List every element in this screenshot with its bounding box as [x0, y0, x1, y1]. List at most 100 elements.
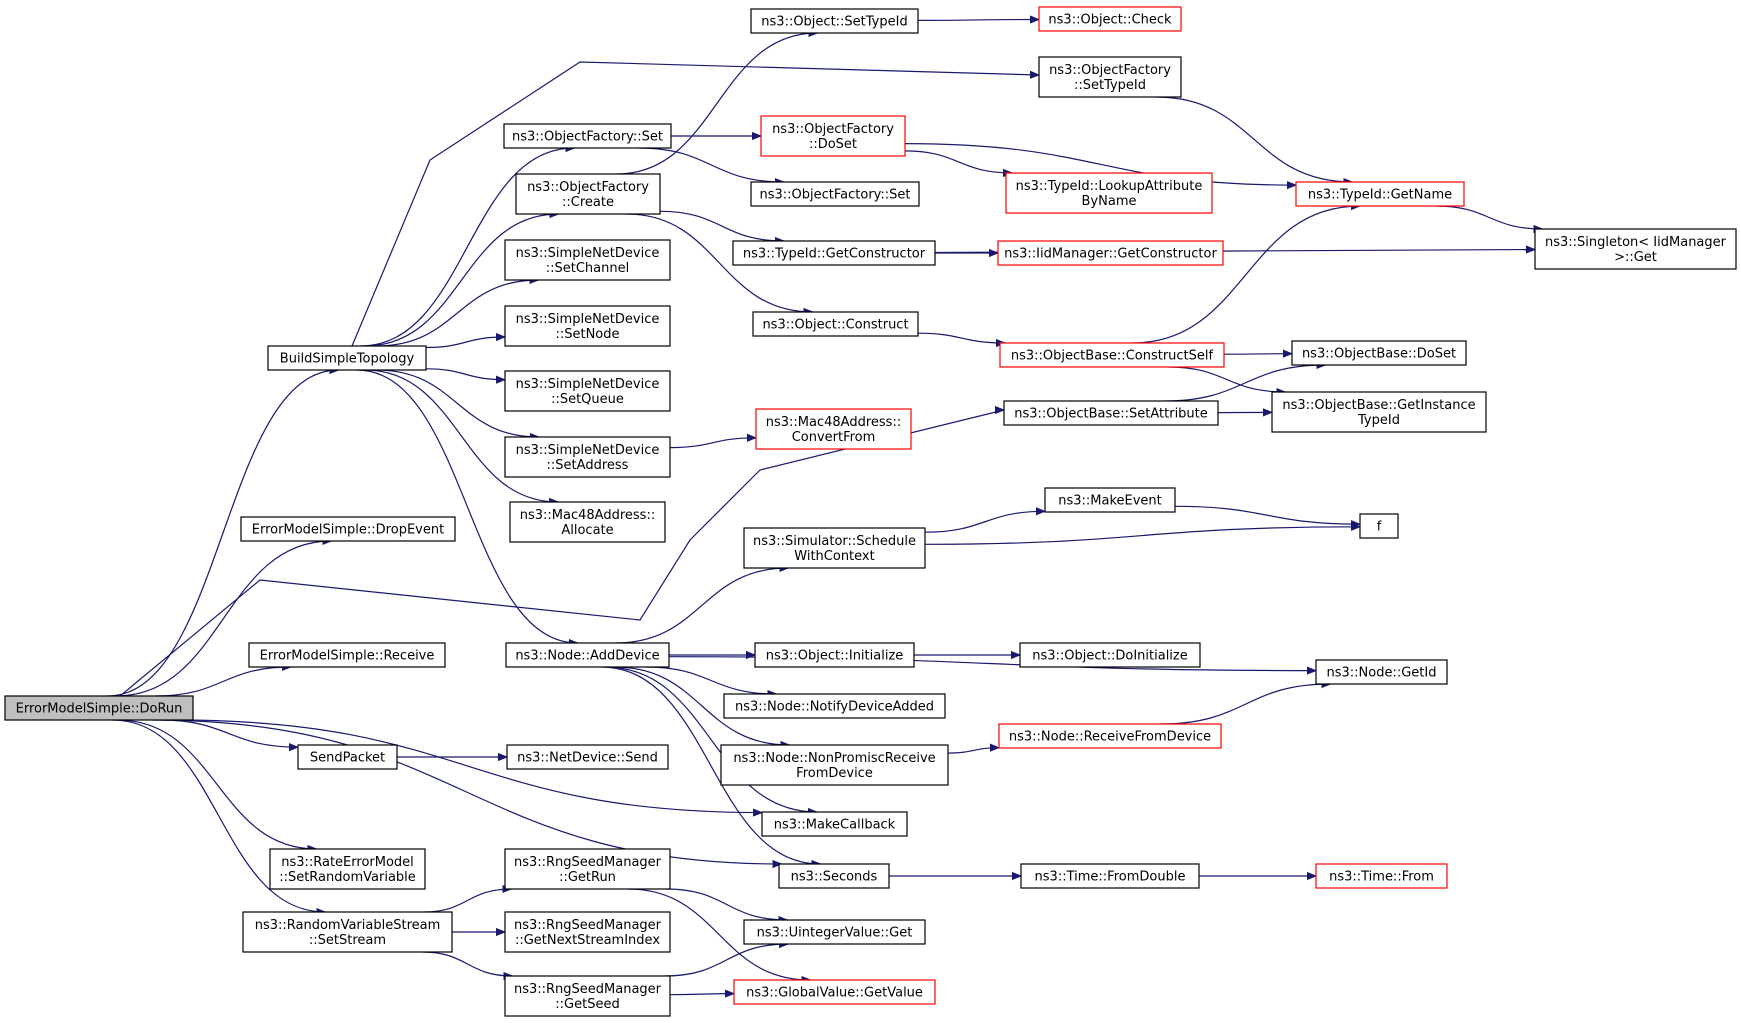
function-node-uintget[interactable]: ns3::UintegerValue::Get [743, 919, 926, 945]
node-label: ns3::Object::Construct [762, 318, 908, 333]
function-node-objsettypeid[interactable]: ns3::Object::SetTypeId [750, 8, 919, 34]
function-node-ofcreate[interactable]: ns3::ObjectFactory::Create [515, 173, 661, 215]
call-edge-ofset-to-ofset2 [638, 147, 784, 182]
function-node-objdoinit[interactable]: ns3::Object::DoInitialize [1019, 642, 1201, 668]
function-node-objconstruct[interactable]: ns3::Object::Construct [752, 311, 919, 337]
node-box [750, 181, 920, 207]
call-edge-dorun-to-ratesetrv [117, 719, 317, 849]
function-node-objinit[interactable]: ns3::Object::Initialize [754, 642, 915, 668]
function-node-tidgetname[interactable]: ns3::TypeId::GetName [1295, 181, 1465, 207]
function-node-nodercvfrom[interactable]: ns3::Node::ReceiveFromDevice [998, 723, 1222, 749]
function-node-sndsetqueue[interactable]: ns3::SimpleNetDevice::SetQueue [504, 370, 671, 412]
node-label: ns3::Time::FromDouble [1035, 870, 1186, 885]
node-label: ns3::Object::DoInitialize [1032, 649, 1188, 664]
function-node-sndsetnode[interactable]: ns3::SimpleNetDevice::SetNode [504, 305, 671, 347]
call-edge-ofsettypeid-to-tidgetname [1156, 96, 1352, 182]
function-node-obdoset[interactable]: ns3::ObjectBase::DoSet [1291, 340, 1467, 366]
node-label: ns3::Seconds [791, 870, 878, 885]
call-edge-bst-to-sndsetnode [425, 337, 505, 349]
node-box [1019, 642, 1201, 668]
function-node-ratesetrv[interactable]: ns3::RateErrorModel::SetRandomVariable [269, 848, 426, 890]
function-node-nodegetid[interactable]: ns3::Node::GetId [1315, 659, 1448, 685]
function-node-rsmgetseed[interactable]: ns3::RngSeedManager::GetSeed [504, 975, 671, 1017]
node-box [4, 695, 194, 721]
function-node-sndsetchannel[interactable]: ns3::SimpleNetDevice::SetChannel [504, 239, 671, 281]
function-node-objcheck[interactable]: ns3::Object::Check [1038, 6, 1182, 32]
node-box [998, 723, 1222, 749]
node-box [720, 744, 949, 786]
function-node-dropevent[interactable]: ErrorModelSimple::DropEvent [240, 516, 456, 542]
node-label: Allocate [561, 523, 613, 538]
function-node-seconds[interactable]: ns3::Seconds [778, 863, 890, 889]
node-label: ErrorModelSimple::DoRun [16, 702, 183, 717]
node-label: ::GetNextStreamIndex [515, 933, 660, 948]
node-label: ::SetNode [555, 327, 619, 342]
node-label: ns3::TypeId::LookupAttribute [1016, 179, 1203, 194]
function-node-sndsetaddress[interactable]: ns3::SimpleNetDevice::SetAddress [504, 436, 671, 478]
call-edge-nodeadddevice-to-seconds [600, 666, 821, 864]
node-label: ErrorModelSimple::DropEvent [252, 523, 444, 538]
node-label: ns3::SimpleNetDevice [516, 312, 660, 327]
node-box [504, 305, 671, 347]
node-label: ns3::TypeId::GetConstructor [743, 247, 926, 262]
function-node-nodeadddevice[interactable]: ns3::Node::AddDevice [505, 642, 670, 668]
call-edge-sndsetaddress-to-mac48convert [669, 438, 756, 449]
function-node-obsetattr[interactable]: ns3::ObjectBase::SetAttribute [1003, 400, 1219, 426]
node-label: ns3::GlobalValue::GetValue [746, 986, 923, 1001]
node-box [269, 848, 426, 890]
function-node-timefrom[interactable]: ns3::Time::From [1315, 863, 1448, 889]
function-node-dorun[interactable]: ErrorModelSimple::DoRun [4, 695, 194, 721]
node-box [743, 919, 926, 945]
call-edge-nodeadddevice-to-makecallback [604, 666, 817, 812]
node-box [999, 342, 1225, 368]
function-node-gvgetvalue[interactable]: ns3::GlobalValue::GetValue [733, 979, 936, 1005]
function-node-mac48convert[interactable]: ns3::Mac48Address::ConvertFrom [755, 408, 912, 450]
function-node-ofdoset[interactable]: ns3::ObjectFactory::DoSet [760, 115, 906, 157]
function-node-netdevsend[interactable]: ns3::NetDevice::Send [506, 744, 669, 770]
node-label: ::GetRun [559, 870, 616, 885]
node-box [750, 8, 919, 34]
function-node-makeevent[interactable]: ns3::MakeEvent [1044, 487, 1176, 513]
function-node-tidgetctor[interactable]: ns3::TypeId::GetConstructor [732, 240, 936, 266]
function-node-bst[interactable]: BuildSimpleTopology [267, 345, 427, 371]
call-edge-dorun-to-makecallback [175, 719, 762, 813]
function-node-ofset[interactable]: ns3::ObjectFactory::Set [503, 123, 672, 149]
function-node-singletonget[interactable]: ns3::Singleton< IidManager>::Get [1534, 228, 1737, 270]
function-node-f[interactable]: f [1359, 513, 1399, 539]
node-box [997, 240, 1224, 266]
node-box [1315, 863, 1448, 889]
node-label: ErrorModelSimple::Receive [260, 649, 435, 664]
function-node-rvsetstream[interactable]: ns3::RandomVariableStream::SetStream [242, 911, 453, 953]
function-node-ofsettypeid[interactable]: ns3::ObjectFactory::SetTypeId [1038, 56, 1182, 98]
node-label: ns3::Object::Initialize [766, 649, 904, 664]
node-label: ns3::Node::ReceiveFromDevice [1009, 730, 1211, 745]
function-node-nodenotify[interactable]: ns3::Node::NotifyDeviceAdded [723, 693, 946, 719]
function-node-timefromdouble[interactable]: ns3::Time::FromDouble [1020, 863, 1200, 889]
function-node-rsmgetrun[interactable]: ns3::RngSeedManager::GetRun [504, 848, 671, 890]
node-label: ::SetStream [309, 933, 386, 948]
node-box [504, 436, 671, 478]
node-label: ConvertFrom [792, 430, 876, 445]
function-node-obconstructself[interactable]: ns3::ObjectBase::ConstructSelf [999, 342, 1225, 368]
node-box [760, 115, 906, 157]
function-node-mac48alloc[interactable]: ns3::Mac48Address::Allocate [509, 501, 666, 543]
function-node-rsmgetnext[interactable]: ns3::RngSeedManager::GetNextStreamIndex [504, 911, 671, 953]
node-label: BuildSimpleTopology [280, 352, 415, 367]
function-node-ofset2[interactable]: ns3::ObjectFactory::Set [750, 181, 920, 207]
node-box [761, 811, 908, 837]
function-node-receive[interactable]: ErrorModelSimple::Receive [248, 642, 446, 668]
call-edge-simschedule-to-f [924, 527, 1360, 545]
function-node-iidgetctor[interactable]: ns3::IidManager::GetConstructor [997, 240, 1224, 266]
node-box [240, 516, 456, 542]
node-box [1044, 487, 1176, 513]
function-node-makecallback[interactable]: ns3::MakeCallback [761, 811, 908, 837]
node-box [723, 693, 946, 719]
function-node-sendpacket[interactable]: SendPacket [297, 744, 398, 770]
node-box [755, 408, 912, 450]
call-edge-bst-to-ofsettypeid [351, 61, 1039, 347]
call-edge-rsmgetrun-to-uintget [665, 888, 788, 920]
